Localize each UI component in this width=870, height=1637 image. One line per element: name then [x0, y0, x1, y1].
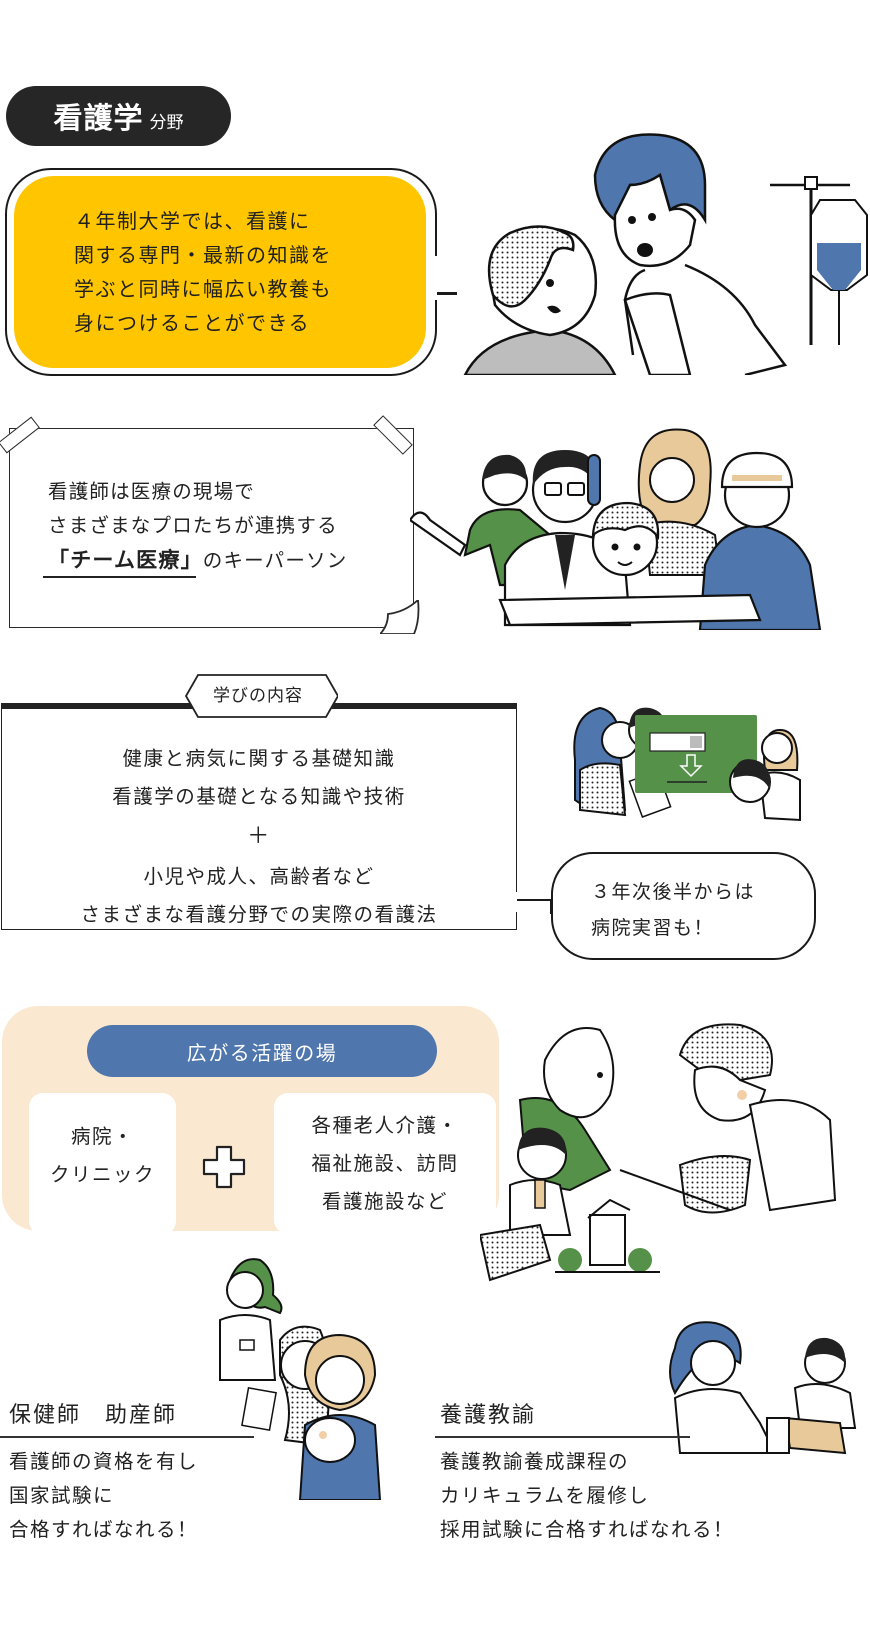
- lecture-icon: [573, 706, 801, 822]
- section-subtitle: 分野: [149, 112, 184, 133]
- learning-tag-label: 学びの内容: [213, 686, 303, 706]
- intro-bubble: ４年制大学では、看護に 関する専門・最新の知識を 学ぶと同時に幅広い教養も 身に…: [14, 176, 426, 368]
- place-line: 病院・: [70, 1125, 134, 1148]
- learning-line: 看護学の基礎となる知識や技術: [112, 785, 406, 808]
- place-line: 各種老人介護・: [311, 1113, 459, 1137]
- bubble-line: ３年次後半からは: [591, 881, 756, 903]
- team-medicine-highlight: 「チーム医療」: [48, 548, 203, 572]
- school-nurse-icon: [669, 1321, 857, 1455]
- team-line: さまざまなプロたちが連携する: [48, 514, 338, 537]
- place-line: 看護施設など: [321, 1189, 448, 1213]
- home-visit-icon: [480, 1023, 837, 1282]
- learning-line: さまざまな看護分野での実際の看護法: [80, 903, 438, 926]
- home-care-illustration: [480, 1020, 860, 1290]
- nurse-patient-icon: [463, 133, 868, 375]
- intro-line: ４年制大学では、看護に: [74, 209, 311, 233]
- bubble-line: 病院実習も！: [591, 917, 715, 939]
- team-line: 看護師は医療の現場で: [48, 480, 256, 503]
- intro-line: 身につけることができる: [74, 311, 311, 335]
- learning-line: 健康と病気に関する基礎知識: [122, 747, 396, 770]
- plus-sign: ＋: [247, 824, 271, 849]
- place-card-hospital: 病院・ クリニック: [29, 1093, 176, 1235]
- midwife-illustration: [205, 1255, 415, 1500]
- place-line: クリニック: [49, 1163, 155, 1186]
- plus-icon: [202, 1145, 246, 1189]
- section-title: 看護学: [53, 101, 144, 135]
- career-title-health-nurse-midwife: 保健師 助産師: [9, 1403, 178, 1428]
- nurse-patient-illustration: [455, 125, 870, 375]
- learning-line: 小児や成人、高齢者など: [143, 865, 375, 888]
- career-divider: [0, 1436, 254, 1438]
- career-divider: [435, 1436, 690, 1438]
- learning-content-box: [1, 703, 517, 930]
- page-curl-icon: [380, 600, 420, 634]
- place-card-welfare-facilities: 各種老人介護・ 福祉施設、訪問 看護施設など: [274, 1093, 496, 1234]
- intro-bubble-tail: [437, 292, 457, 295]
- team-line: のキーパーソン: [202, 549, 348, 572]
- hospital-training-bubble: ３年次後半からは 病院実習も！: [551, 852, 816, 960]
- activity-places-title: 広がる活躍の場: [87, 1025, 437, 1077]
- place-line: 福祉施設、訪問: [311, 1151, 459, 1175]
- career-title-school-nurse: 養護教諭: [440, 1403, 537, 1428]
- midwife-icon: [219, 1258, 382, 1500]
- team-professionals-illustration: [410, 425, 840, 630]
- career-description: 看護師の資格を有し 国家試験に 合格すればなれる！: [9, 1450, 199, 1541]
- highlight-underline: [43, 576, 196, 578]
- team-medicine-note: 看護師は医療の現場で さまざまなプロたちが連携する 「チーム医療」のキーパーソン: [9, 428, 414, 628]
- classroom-illustration: [565, 700, 805, 830]
- intro-line: 関する専門・最新の知識を: [74, 243, 332, 267]
- learning-tag-frame: [184, 674, 338, 718]
- school-nurse-illustration: [655, 1318, 870, 1458]
- career-description: 養護教諭養成課程の カリキュラムを履修し 採用試験に合格すればなれる！: [440, 1450, 735, 1541]
- intro-line: 学ぶと同時に幅広い教養も: [74, 277, 332, 301]
- medical-team-icon: [410, 428, 822, 630]
- section-title-pill: 看護学 分野: [6, 86, 231, 146]
- learning-content-text: 健康と病気に関する基礎知識 看護学の基礎となる知識や技術 ＋ 小児や成人、高齢者…: [1, 740, 517, 934]
